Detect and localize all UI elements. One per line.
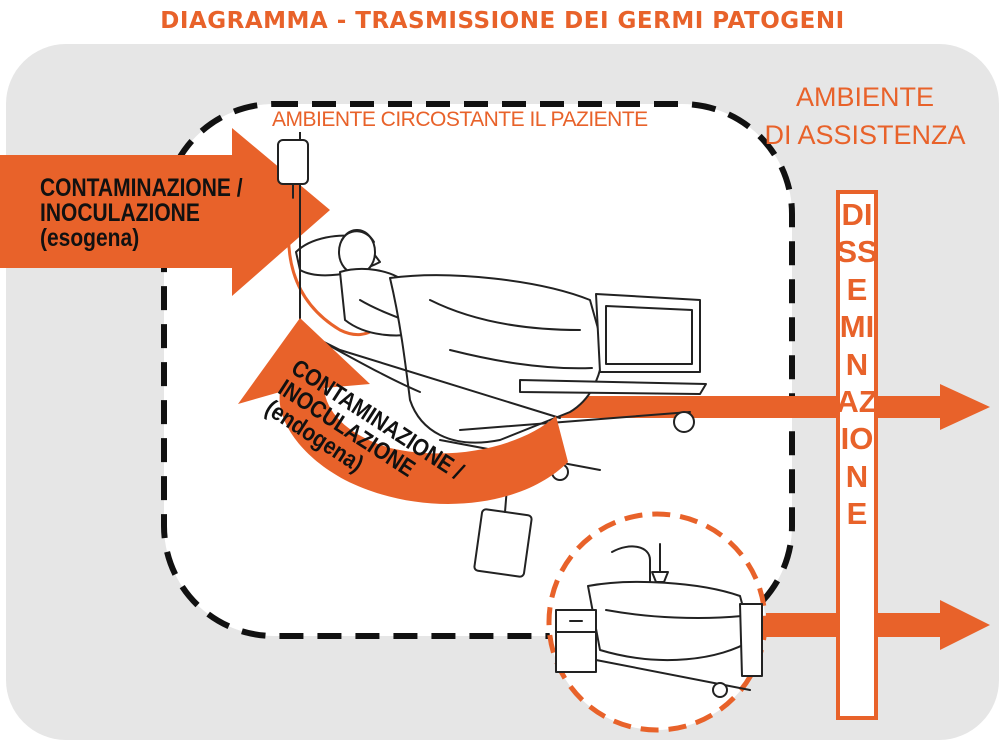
exogenous-line1: CONTAMINAZIONE / bbox=[40, 174, 243, 202]
dissemination-label: DISSEMINAZIONE bbox=[836, 197, 878, 532]
iv-bag-icon bbox=[277, 139, 309, 185]
care-environment-line2: DI ASSISTENZA bbox=[764, 120, 966, 150]
care-environment-line1: AMBIENTE bbox=[795, 82, 935, 112]
dissemination-arrow-bottom bbox=[766, 600, 990, 650]
exogenous-contamination-label: CONTAMINAZIONE / INOCULAZIONE (esogena) bbox=[40, 176, 243, 251]
exogenous-line2: INOCULAZIONE bbox=[40, 199, 200, 227]
bedside-cabinet-icon bbox=[555, 609, 597, 673]
empty-hospital-bed-illustration bbox=[555, 543, 763, 698]
dissemination-box bbox=[836, 190, 878, 720]
exogenous-contamination-arrow bbox=[0, 128, 330, 296]
endogenous-contamination-arrow bbox=[238, 318, 568, 504]
diagram-title: DIAGRAMMA - TRASMISSIONE DEI GERMI PATOG… bbox=[160, 8, 845, 34]
care-environment-label: AMBIENTE DI ASSISTENZA bbox=[750, 78, 980, 154]
exogenous-line3: (esogena) bbox=[40, 224, 140, 252]
patient-environment-label: AMBIENTE CIRCOSTANTE IL PAZIENTE bbox=[270, 108, 650, 132]
